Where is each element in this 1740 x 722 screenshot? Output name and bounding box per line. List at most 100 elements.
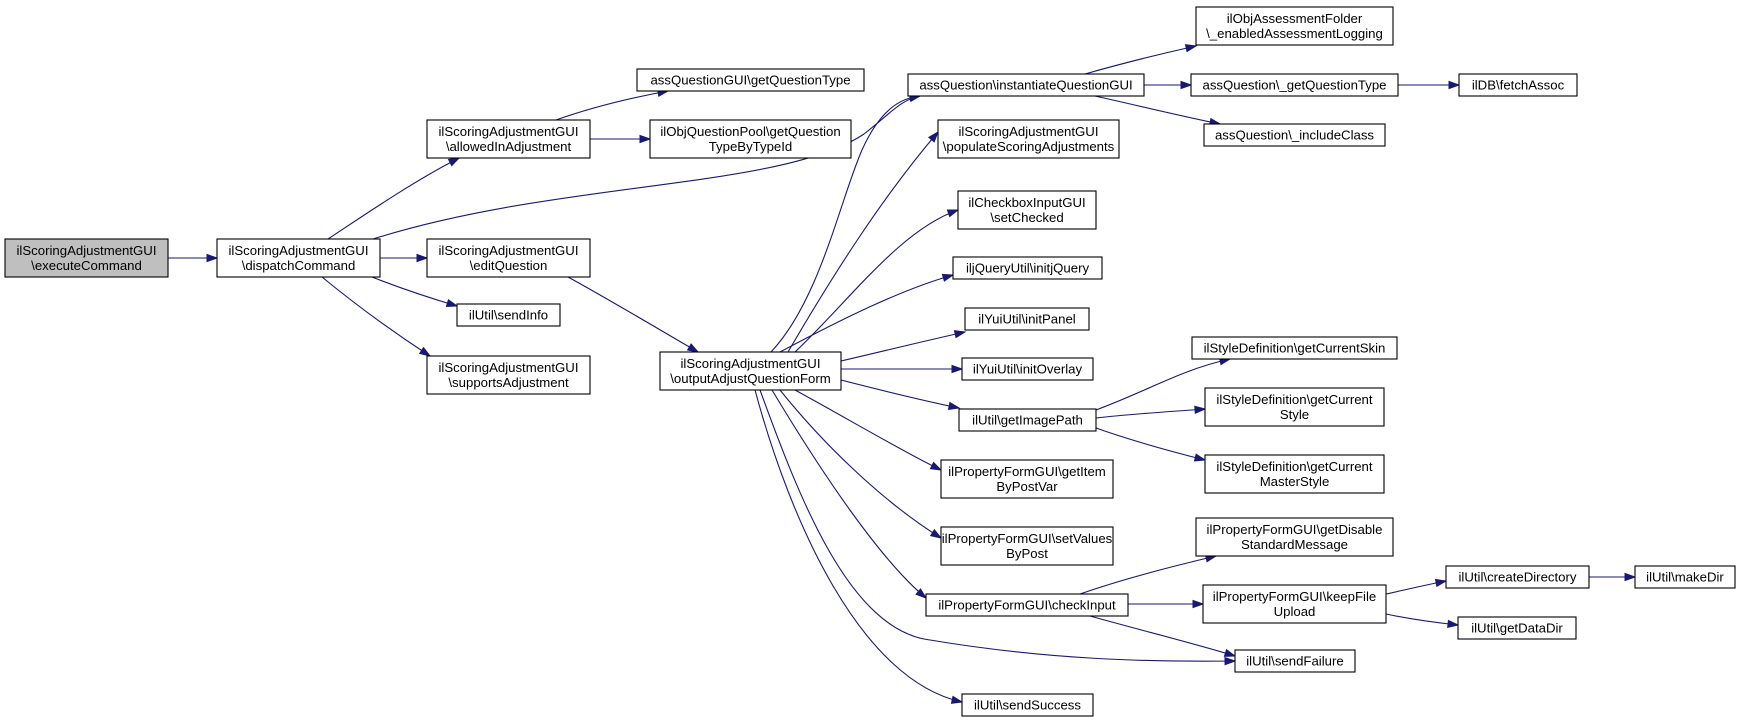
- node-n3[interactable]: ilScoringAdjustmentGUI\editQuestion: [426, 238, 591, 278]
- node-n22[interactable]: assQuestion\_includeClass: [1203, 123, 1386, 147]
- arrowhead-icon: [1180, 80, 1193, 90]
- node-label: ilScoringAdjustmentGUI: [439, 360, 579, 375]
- edge-n8-n18: [771, 389, 928, 599]
- node-label: Style: [1280, 407, 1309, 422]
- node-box: [961, 357, 1094, 381]
- node-label: ilStyleDefinition\getCurrent: [1216, 459, 1372, 474]
- node-label: ilUtil\makeDir: [1646, 570, 1724, 585]
- node-label: iljQueryUtil\initjQuery: [966, 261, 1090, 276]
- node-label: ilScoringAdjustmentGUI: [229, 243, 369, 258]
- node-label: ilUtil\sendInfo: [469, 308, 548, 323]
- node-label: \dispatchCommand: [242, 258, 356, 273]
- edge-line: [321, 276, 431, 357]
- arrowhead-icon: [929, 528, 943, 539]
- node-label: ilScoringAdjustmentGUI: [439, 243, 579, 258]
- node-box: [456, 303, 561, 327]
- edge-line: [770, 95, 921, 353]
- node-box: [216, 238, 381, 278]
- edge-line: [555, 90, 669, 121]
- node-n24[interactable]: ilStyleDefinition\getCurrentSkin: [1191, 336, 1398, 360]
- edge-n21-n23: [1398, 80, 1461, 90]
- node-label: TypeByTypeId: [709, 139, 793, 154]
- node-n20[interactable]: ilObjAssessmentFolder\_enabledAssessment…: [1195, 6, 1394, 46]
- node-n12[interactable]: iljQueryUtil\initjQuery: [952, 256, 1103, 280]
- node-n6[interactable]: assQuestionGUI\getQuestionType: [636, 68, 865, 92]
- edge-line: [1079, 555, 1217, 595]
- node-n18[interactable]: ilPropertyFormGUI\checkInput: [925, 593, 1129, 617]
- node-box: [961, 693, 1094, 717]
- arrowhead-icon: [929, 461, 943, 471]
- edge-line: [771, 389, 927, 599]
- node-box: [964, 307, 1090, 331]
- edge-n3-n8: [567, 276, 700, 353]
- node-label: \outputAdjustQuestionForm: [670, 371, 831, 386]
- node-n32[interactable]: ilUtil\makeDir: [1634, 565, 1736, 589]
- node-n15[interactable]: ilUtil\getImagePath: [958, 408, 1097, 432]
- edge-n15-n25: [1095, 405, 1207, 419]
- edge-n8-n17: [779, 389, 943, 539]
- arrowhead-icon: [1184, 44, 1198, 53]
- edge-line: [754, 389, 963, 703]
- node-label: ilScoringAdjustmentGUI: [17, 243, 157, 258]
- node-label: ByPost: [1006, 546, 1048, 561]
- node-n10[interactable]: ilScoringAdjustmentGUI\populateScoringAd…: [937, 119, 1120, 159]
- node-n13[interactable]: ilYuiUtil\initPanel: [964, 307, 1090, 331]
- edge-n18-n28: [1128, 599, 1205, 609]
- node-box: [1634, 565, 1736, 589]
- edge-n8-n12: [779, 273, 955, 353]
- node-label: ilUtil\createDirectory: [1459, 570, 1577, 585]
- node-label: ilPropertyFormGUI\checkInput: [938, 598, 1116, 613]
- node-box: [1190, 73, 1399, 97]
- arrowhead-icon: [950, 695, 964, 704]
- node-n30[interactable]: ilUtil\createDirectory: [1445, 565, 1590, 589]
- arrowhead-icon: [951, 364, 964, 374]
- node-label: assQuestionGUI\getQuestionType: [650, 73, 850, 88]
- node-n0[interactable]: ilScoringAdjustmentGUI\executeCommand: [4, 238, 169, 278]
- node-label: ilStyleDefinition\getCurrentSkin: [1204, 341, 1386, 356]
- arrowhead-icon: [1193, 453, 1207, 462]
- node-n23[interactable]: ilDB\fetchAssoc: [1458, 73, 1578, 97]
- node-label: ilUtil\getDataDir: [1471, 621, 1563, 636]
- node-n27[interactable]: ilPropertyFormGUI\getDisableStandardMess…: [1195, 517, 1394, 557]
- edge-line: [779, 389, 942, 539]
- node-label: \setChecked: [990, 210, 1063, 225]
- node-n1[interactable]: ilScoringAdjustmentGUI\dispatchCommand: [216, 238, 381, 278]
- node-n31[interactable]: ilUtil\getDataDir: [1457, 616, 1577, 640]
- edge-n15-n26: [1095, 427, 1207, 462]
- edge-line: [1084, 45, 1197, 75]
- arrowhead-icon: [1192, 599, 1205, 609]
- edge-line: [327, 157, 460, 240]
- node-box: [925, 593, 1129, 617]
- node-n7[interactable]: ilObjQuestionPool\getQuestionTypeByTypeI…: [649, 119, 852, 159]
- node-n9[interactable]: assQuestion\instantiateQuestionGUI: [907, 73, 1145, 97]
- node-label: assQuestion\_includeClass: [1215, 128, 1374, 143]
- node-n4[interactable]: ilUtil\sendInfo: [456, 303, 561, 327]
- node-n2[interactable]: ilScoringAdjustmentGUI\allowedInAdjustme…: [426, 119, 591, 159]
- node-n8[interactable]: ilScoringAdjustmentGUI\outputAdjustQuest…: [659, 351, 842, 391]
- node-n19[interactable]: ilUtil\sendSuccess: [961, 693, 1094, 717]
- node-n14[interactable]: ilYuiUtil\initOverlay: [961, 357, 1094, 381]
- node-n21[interactable]: assQuestion\_getQuestionType: [1190, 73, 1399, 97]
- node-label: ilYuiUtil\initOverlay: [973, 362, 1083, 377]
- node-box: [4, 238, 169, 278]
- node-n11[interactable]: ilCheckboxInputGUI\setChecked: [957, 190, 1097, 230]
- arrowhead-icon: [927, 130, 939, 143]
- node-label: ilPropertyFormGUI\getDisable: [1207, 522, 1383, 537]
- edge-line: [840, 379, 960, 409]
- edge-line: [794, 209, 959, 353]
- edge-line: [567, 276, 699, 353]
- node-label: ilUtil\getImagePath: [972, 413, 1083, 428]
- node-n29[interactable]: ilUtil\sendFailure: [1234, 649, 1356, 673]
- arrowhead-icon: [947, 401, 961, 411]
- edge-n0-n1: [168, 253, 219, 263]
- node-label: MasterStyle: [1260, 474, 1330, 489]
- node-n5[interactable]: ilScoringAdjustmentGUI\supportsAdjustmen…: [426, 355, 591, 395]
- edge-n18-n29: [1089, 615, 1237, 657]
- node-label: ilYuiUtil\initPanel: [978, 312, 1076, 327]
